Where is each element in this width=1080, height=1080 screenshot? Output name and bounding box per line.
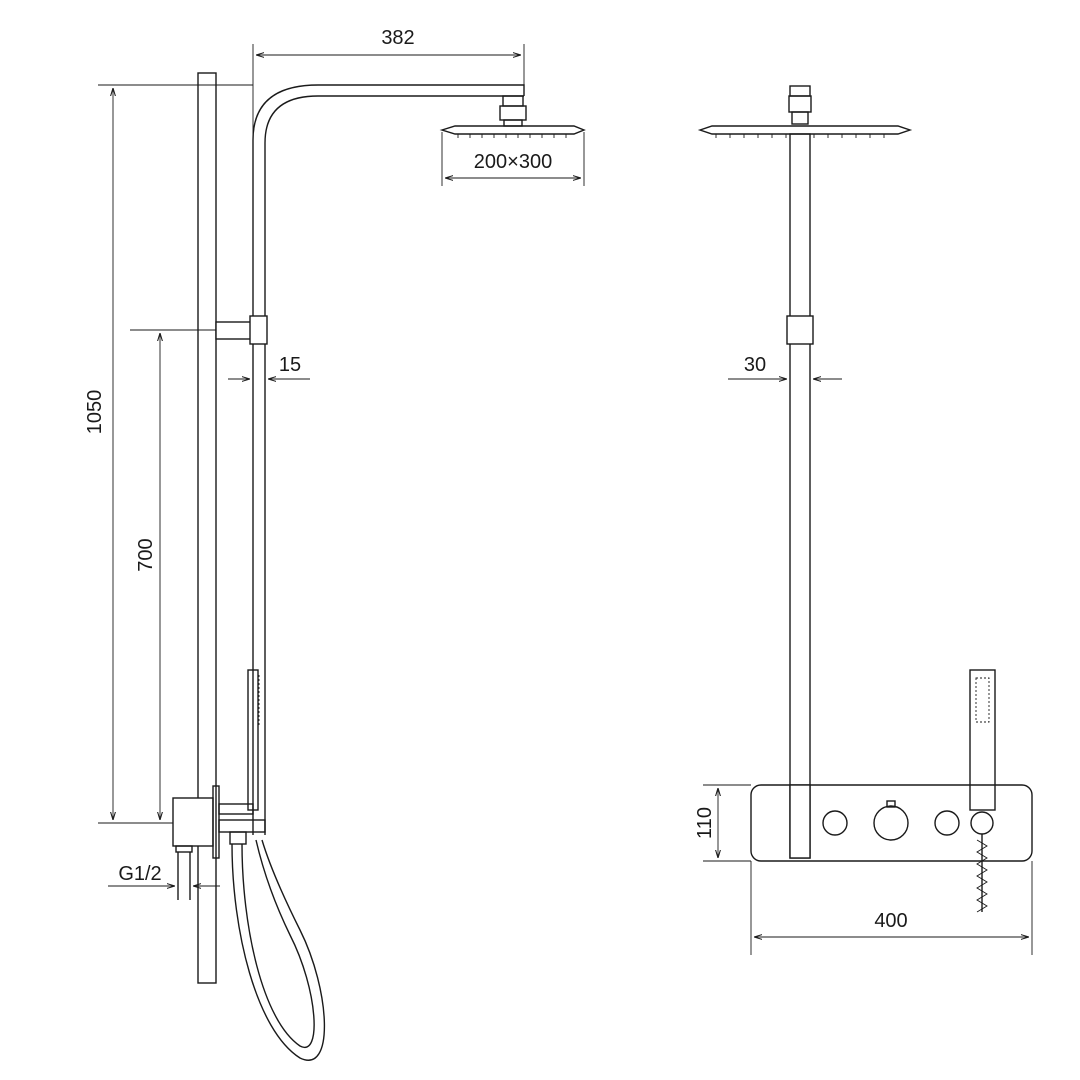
dim-total-height: 1050 — [84, 84, 253, 824]
front-rail — [789, 133, 811, 859]
side-wall-bracket — [215, 315, 268, 345]
dim-arm-reach-label: 382 — [381, 27, 414, 49]
side-view: 382 200×300 1050 700 15 — [84, 27, 586, 1061]
dim-thread-label: G1/2 — [118, 863, 161, 885]
dim-rail-width: 30 — [728, 354, 842, 379]
front-view: 30 110 400 — [694, 85, 1033, 955]
front-head-connector — [788, 85, 812, 125]
left-valve — [822, 810, 848, 836]
dim-thread: G1/2 — [108, 863, 220, 886]
side-mixer — [172, 785, 266, 900]
front-control-panel — [750, 784, 1033, 862]
dim-wall-offset: 15 — [228, 354, 310, 379]
dim-rail-width-label: 30 — [744, 354, 766, 376]
riser-inner — [264, 95, 524, 835]
dim-panel-width-label: 400 — [874, 910, 907, 932]
dim-mixer-height-label: 700 — [135, 538, 157, 571]
side-hose — [231, 839, 326, 1061]
dim-head-size: 200×300 — [441, 132, 585, 186]
dim-head-size-label: 200×300 — [474, 151, 552, 173]
side-head-connector — [499, 95, 527, 127]
front-wall-bracket — [786, 315, 814, 345]
side-shower-head — [439, 125, 586, 138]
thermostat-knob — [873, 805, 909, 841]
front-hand-shower — [969, 669, 996, 913]
riser-outer — [252, 84, 525, 835]
wall — [197, 72, 217, 984]
dim-arm-reach: 382 — [252, 27, 525, 140]
dim-mixer-height: 700 — [130, 329, 216, 820]
right-valve — [934, 810, 960, 836]
dim-panel-height-label: 110 — [694, 807, 716, 839]
dim-total-height-label: 1050 — [84, 390, 106, 435]
dim-panel-height: 110 — [694, 784, 751, 862]
dim-wall-offset-label: 15 — [279, 354, 301, 376]
dim-panel-width: 400 — [750, 861, 1033, 955]
front-shower-head — [697, 125, 913, 138]
